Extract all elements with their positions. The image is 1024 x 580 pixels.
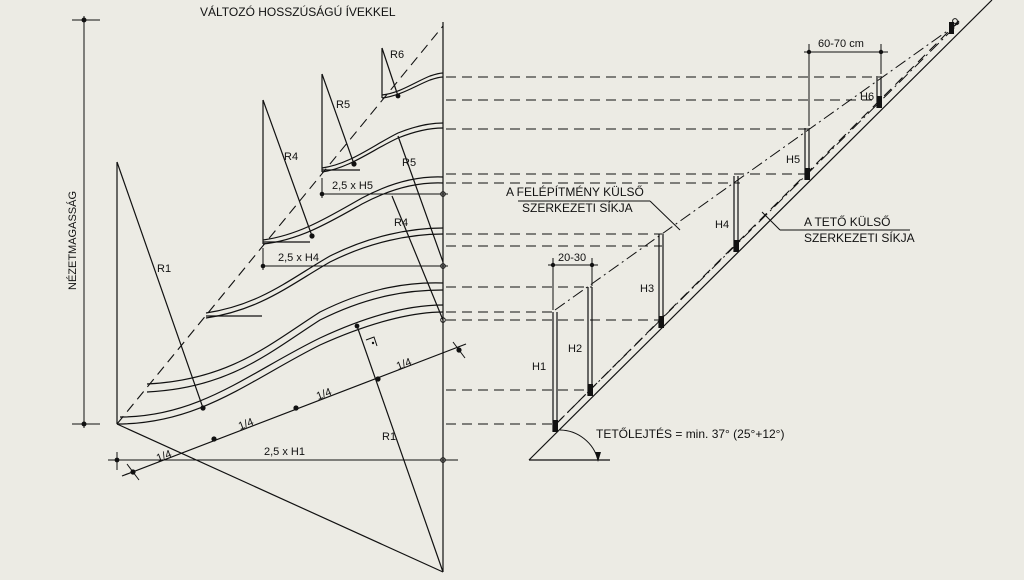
drawing-title: VÁLTOZÓ HOSSZÚSÁGÚ ÍVEKKEL — [200, 4, 396, 19]
dim-6070-dimension — [804, 44, 888, 126]
elevation-roof-dashed-line — [116, 25, 444, 425]
dim-25h4-label: 2,5 x H4 — [278, 252, 319, 264]
h4-label: H4 — [715, 219, 729, 231]
r4-upper-label: R4 — [284, 151, 298, 163]
quarter-label-2: 1/4 — [237, 416, 256, 433]
section-axis — [440, 22, 446, 572]
h3-label: H3 — [640, 283, 654, 295]
r6-label: R6 — [390, 49, 404, 61]
h5-label: H5 — [786, 154, 800, 166]
r1-upper-label: R1 — [157, 263, 171, 275]
r4-lower-leader — [391, 195, 444, 321]
teto-label-2: SZERKEZETI SÍKJA — [804, 230, 915, 245]
r5-lower-label: R5 — [402, 157, 416, 169]
quarter-label-1: 1/4 — [155, 448, 174, 465]
h6-label: H6 — [860, 91, 874, 103]
h4-width-dimension — [260, 248, 448, 270]
h1-base-dimension — [108, 452, 458, 470]
tetolejtes-label: TETŐLEJTÉS = min. 37° (25°+12°) — [596, 426, 784, 441]
roof-section — [528, 0, 993, 461]
h5-width-dimension — [319, 178, 448, 198]
quarter-division-line — [116, 323, 467, 573]
quarter-label-4: 1/4 — [395, 356, 414, 373]
projection-lines — [446, 76, 880, 425]
eyebrow-studs — [552, 18, 958, 432]
r4-lower-label: R4 — [394, 217, 408, 229]
dim-2030-label: 20-30 — [558, 252, 586, 264]
dim-6070-label: 60-70 cm — [818, 38, 864, 50]
roof-slope-arc — [559, 429, 599, 461]
felepitmeny-leader — [518, 200, 681, 231]
roof-slope-arrow — [595, 452, 601, 462]
dim-25h5-label: 2,5 x H5 — [332, 180, 373, 192]
r5-radius-construction — [321, 73, 357, 172]
view-height-dimension — [72, 16, 100, 428]
r5-lower-leader — [397, 135, 444, 263]
eyebrow-curves — [116, 72, 444, 425]
teto-label-1: A TETŐ KÜLSŐ — [804, 214, 890, 229]
view-height-label: NÉZETMAGASSÁG — [66, 191, 79, 290]
felepitmeny-label-2: SZERKEZETI SÍKJA — [522, 200, 633, 215]
h1-label: H1 — [532, 361, 546, 373]
r1-lower-label: R1 — [382, 431, 396, 443]
dim-2030-dimension — [548, 258, 598, 310]
teto-leader — [761, 211, 910, 231]
r5-upper-label: R5 — [336, 99, 350, 111]
h2-label: H2 — [568, 343, 582, 355]
r1-radius-construction — [116, 161, 206, 424]
felepitmeny-label-1: A FELÉPÍTMÉNY KÜLSŐ — [506, 184, 644, 199]
dim-25h1-label: 2,5 x H1 — [264, 446, 305, 458]
quarter-label-3: 1/4 — [315, 386, 334, 403]
r4-radius-construction — [262, 99, 315, 244]
